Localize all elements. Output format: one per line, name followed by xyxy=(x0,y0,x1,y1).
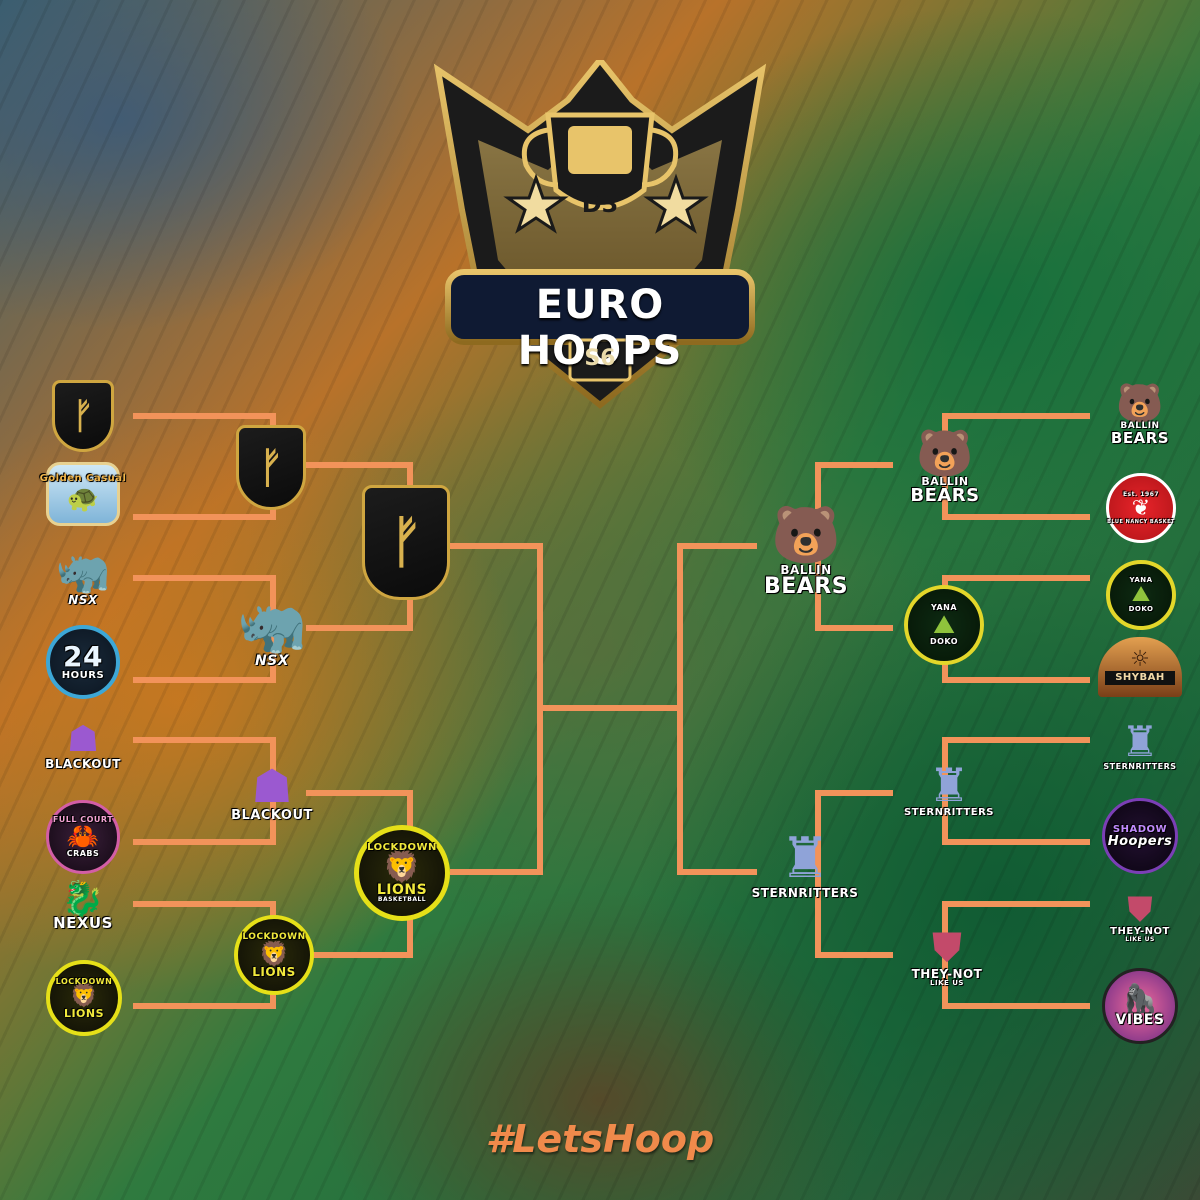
team-logo-lockdown-lions-semi[interactable]: LOCKDOWN 🦁 LIONS BASKETBALL xyxy=(354,825,450,921)
bear-mascot-icon: 🐻 xyxy=(771,502,841,568)
team-logo-sternritters-r1[interactable]: ♜ STERNRITTERS xyxy=(1103,717,1177,771)
rhino-mascot-icon: 🦏 xyxy=(55,546,111,597)
gold-helmet-shield-icon: ᚠ xyxy=(72,395,94,437)
bracket-line xyxy=(942,901,1090,1009)
lion-mascot-icon: 🦁 xyxy=(259,939,289,968)
team-logo-ballin-bears-semi[interactable]: 🐻 BALLIN BEARS xyxy=(763,502,849,599)
red-circle-crest-icon: ❦ xyxy=(1131,495,1151,521)
green-map-crest-icon: ⛰ xyxy=(1131,582,1151,607)
team-logo-blackout-r2[interactable]: ☗ BLACKOUT xyxy=(231,759,313,823)
team-logo-nsx-r1[interactable]: 🦏 NSX xyxy=(55,546,111,607)
crab-mascot-icon: 🦀 xyxy=(66,822,100,852)
team-logo-blackout-r1[interactable]: ☗ BLACKOUT xyxy=(45,719,121,771)
page-title: EURO HOOPS xyxy=(517,282,683,374)
team-logo-full-court-crabs[interactable]: FULL COURT 🦀 CRABS xyxy=(46,800,120,874)
crest-shield-icon xyxy=(433,55,767,409)
team-logo-spartans-semi[interactable]: ᚠ xyxy=(362,485,450,600)
hashtag-footer: #LetsHoop xyxy=(485,1117,715,1161)
wolf-knight-icon: ⛊ xyxy=(932,924,962,971)
green-map-crest-icon: ⛰ xyxy=(933,610,955,640)
team-logo-vibes[interactable]: 🦍 VIBES xyxy=(1102,968,1178,1044)
team-logo-lockdown-lions-r1[interactable]: LOCKDOWN 🦁 LIONS xyxy=(46,960,122,1036)
gold-helmet-shield-icon: ᚠ xyxy=(258,443,284,492)
team-logo-spartans-r2[interactable]: ᚠ xyxy=(236,425,306,510)
bracket-line xyxy=(450,543,543,875)
desert-sunset-icon: ☼ xyxy=(1130,647,1150,672)
team-logo-sternritters-semi[interactable]: ♜ STERNRITTERS xyxy=(751,826,859,900)
lion-mascot-icon: 🦁 xyxy=(383,850,421,885)
bracket-line xyxy=(942,737,1090,845)
bracket-line xyxy=(942,413,1090,520)
hooded-reaper-icon: ☗ xyxy=(66,719,100,760)
team-logo-golden-casual[interactable]: Golden Casual 🐢 xyxy=(40,462,126,526)
rhino-mascot-icon: 🦏 xyxy=(237,592,307,658)
team-logo-sternritters-r2[interactable]: ♜ STERNRITTERS xyxy=(904,758,994,818)
bear-mascot-icon: 🐻 xyxy=(1116,381,1164,425)
bracket-line xyxy=(133,575,276,683)
team-logo-nsx-r2[interactable]: 🦏 NSX xyxy=(237,592,307,669)
dragon-mascot-icon: 🐉 xyxy=(61,878,105,919)
team-logo-spartans-r1[interactable]: ᚠ xyxy=(52,380,114,452)
hooded-reaper-icon: ☗ xyxy=(251,759,293,813)
season-label: S6 xyxy=(584,346,616,371)
bracket-line xyxy=(815,790,893,958)
team-logo-yana-doko-r1[interactable]: YANA ⛰ DOKO xyxy=(1106,560,1176,630)
tournament-crest: D3 EURO HOOPS S6 xyxy=(418,55,782,410)
team-logo-ballin-bears-r2[interactable]: 🐻 BALLIN BEARS xyxy=(910,426,980,506)
lion-mascot-icon: 🦁 xyxy=(70,983,98,1009)
wolf-knight-icon: ⛊ xyxy=(1127,890,1153,930)
team-logo-nexus[interactable]: 🐉 NEXUS xyxy=(53,878,113,932)
turtle-mascot-icon: 🐢 xyxy=(66,484,100,514)
armored-knight-icon: ♜ xyxy=(779,826,831,891)
team-logo-they-not-like-us-r2[interactable]: ⛊ THEY-NOT LIKE US xyxy=(911,924,983,987)
team-logo-they-not-like-us-r1[interactable]: ⛊ THEY-NOT LIKE US xyxy=(1110,890,1170,943)
team-logo-ballin-bears-r1[interactable]: 🐻 BALLIN BEARS xyxy=(1110,381,1170,447)
bracket-line xyxy=(677,543,757,875)
division-label: D3 xyxy=(581,190,619,218)
armored-knight-icon: ♜ xyxy=(1121,717,1159,766)
bracket-line xyxy=(815,462,893,631)
gold-helmet-shield-icon: ᚠ xyxy=(389,510,423,575)
bracket-line xyxy=(133,737,276,845)
ape-sunset-icon: 🦍 xyxy=(1122,982,1158,1015)
team-logo-shybah[interactable]: ☼ SHYBAH xyxy=(1098,637,1182,697)
team-logo-blue-nancy-basket[interactable]: Est. 1967 ❦ BLUE NANCY BASKET xyxy=(1106,473,1176,543)
team-logo-yana-doko-r2[interactable]: YANA ⛰ DOKO xyxy=(904,585,984,665)
team-logo-lockdown-lions-r2[interactable]: LOCKDOWN 🦁 LIONS xyxy=(234,915,314,995)
team-logo-24-hours[interactable]: 24 HOURS xyxy=(46,625,120,699)
team-logo-shadow-hoopers[interactable]: SHADOW Hoopers xyxy=(1102,798,1178,874)
armored-knight-icon: ♜ xyxy=(928,758,970,812)
bear-mascot-icon: 🐻 xyxy=(916,426,974,480)
